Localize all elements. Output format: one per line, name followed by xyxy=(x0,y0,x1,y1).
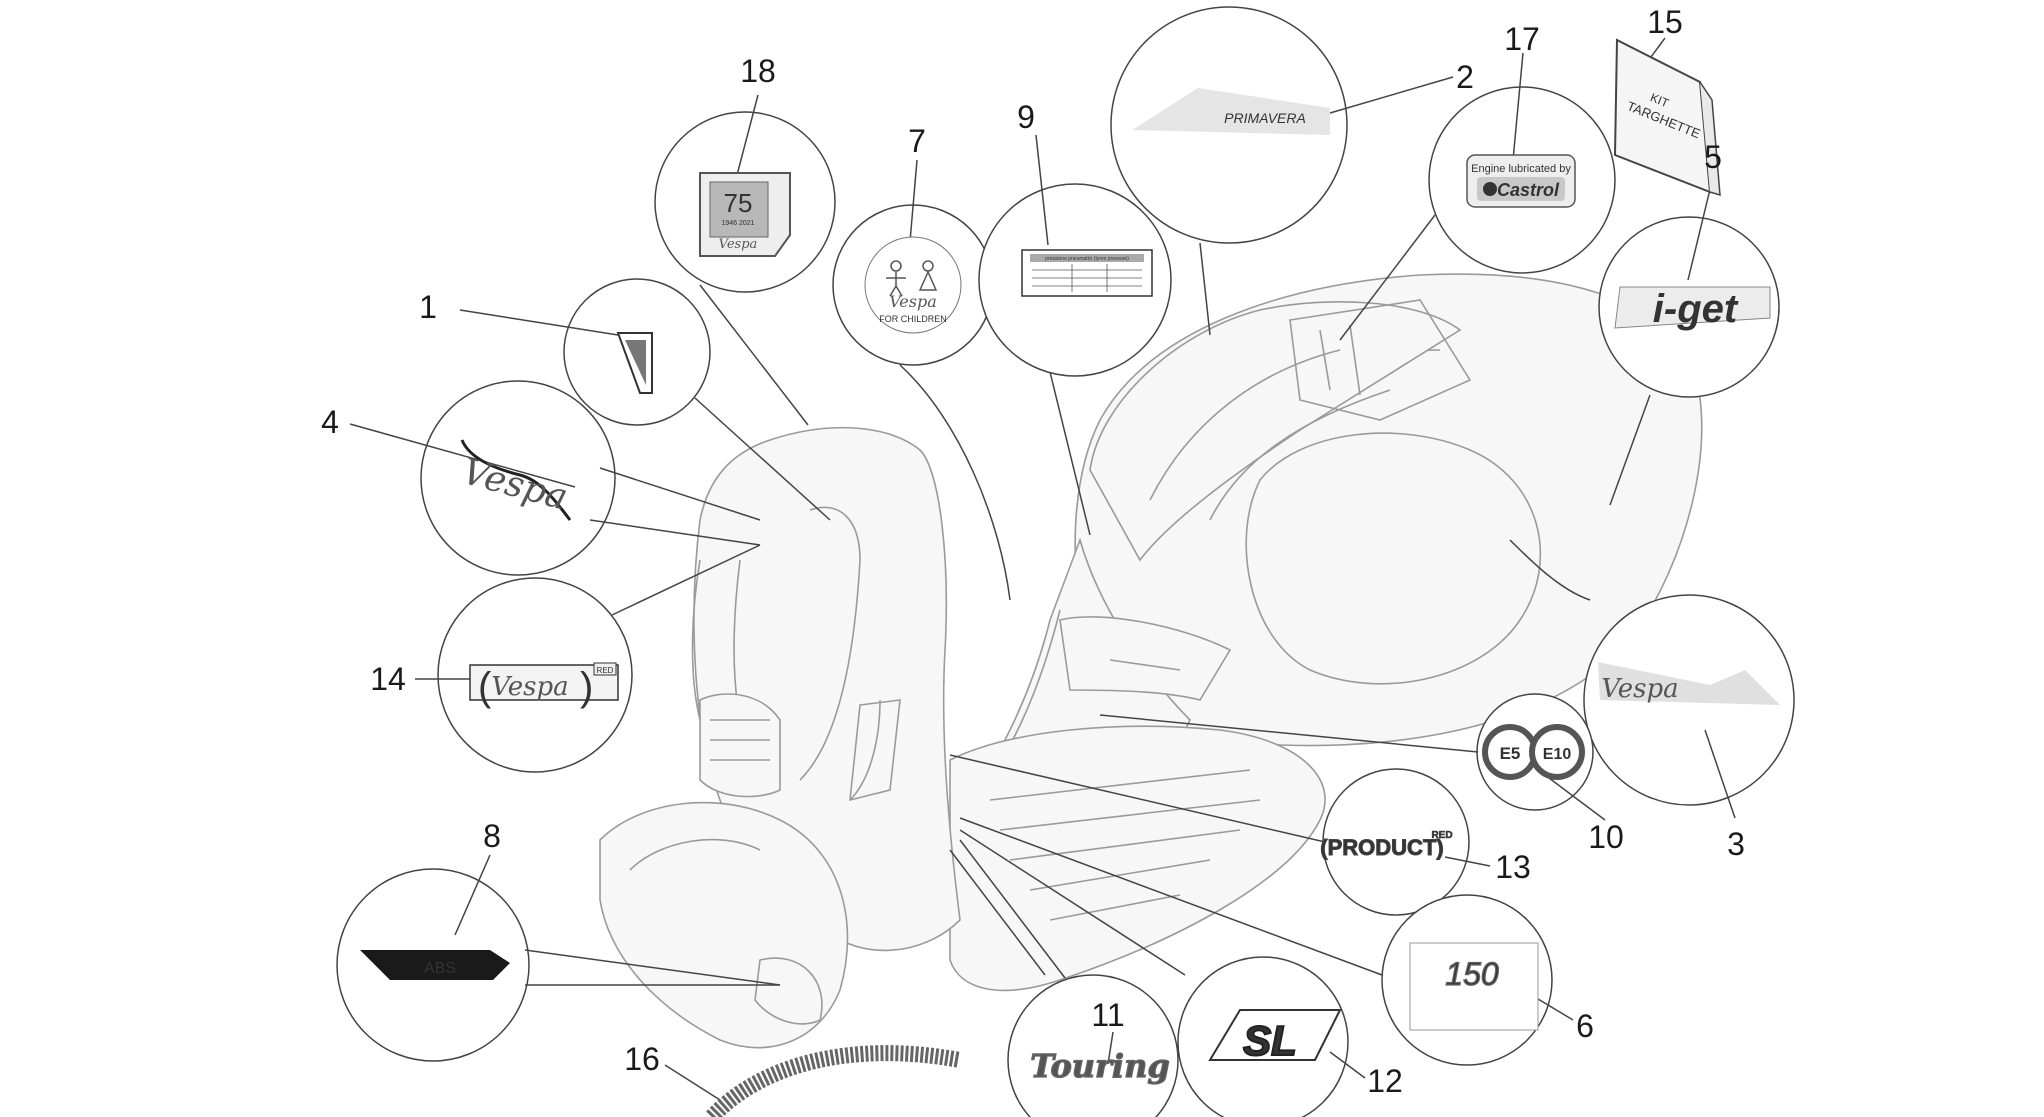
part-number-8: 8 xyxy=(483,818,501,854)
sticker-iget: i-get xyxy=(1614,286,1771,331)
part-number-5: 5 xyxy=(1704,139,1722,175)
part-number-2: 2 xyxy=(1456,59,1474,95)
sticker-75-badge: 75 1946 2021 Vespa xyxy=(699,172,791,257)
sticker-150: 150 xyxy=(1409,942,1539,1031)
for-children-label: FOR CHILDREN xyxy=(879,314,947,324)
part-number-9: 9 xyxy=(1017,99,1035,135)
callout-circle-4 xyxy=(420,380,616,576)
vespa-red-script: Vespa xyxy=(491,672,568,702)
number-leaders xyxy=(349,37,1736,1101)
touring-text: Touring xyxy=(1030,1047,1169,1085)
badge-vespa-text: Vespa xyxy=(719,237,758,252)
part-number-1: 1 xyxy=(419,289,437,325)
tyre-title-text: pressione pneumatici (tyres pressure) xyxy=(1045,256,1129,262)
sticker-castrol: Engine lubricated by Castrol xyxy=(1466,154,1576,208)
part-number-10: 10 xyxy=(1588,819,1624,855)
castrol-line1: Engine lubricated by xyxy=(1471,163,1571,175)
part-number-13: 13 xyxy=(1495,849,1531,885)
sticker-primavera: PRIMAVERA xyxy=(1132,88,1330,135)
part-numbers: 1 2 3 4 5 6 7 8 9 10 11 12 13 14 15 16 1… xyxy=(321,4,1745,1099)
scooter-body xyxy=(599,273,1703,1049)
sticker-tyre-pressure: pressione pneumatici (tyres pressure) xyxy=(1021,249,1153,297)
part-number-15: 15 xyxy=(1647,4,1683,40)
sticker-abs: ABS xyxy=(360,950,510,980)
part-number-16: 16 xyxy=(624,1041,660,1077)
part-number-11: 11 xyxy=(1091,997,1124,1033)
sticker-touring: Touring xyxy=(1030,1046,1171,1085)
svg-text:): ) xyxy=(580,665,593,709)
abs-text: ABS xyxy=(424,960,456,977)
vespa-side-text: Vespa xyxy=(1601,674,1678,704)
part-number-17: 17 xyxy=(1504,21,1540,57)
part-number-3: 3 xyxy=(1727,826,1745,862)
iget-text: i-get xyxy=(1653,287,1739,331)
badge-years-text: 1946 2021 xyxy=(721,220,754,227)
e10-text: E10 xyxy=(1543,746,1572,763)
sticker-e5-e10: E5 E10 xyxy=(1482,724,1585,780)
vespa-red-label: RED xyxy=(597,666,614,675)
svg-text:(: ( xyxy=(478,665,492,709)
callout-circle-11 xyxy=(1007,974,1179,1117)
primavera-text: PRIMAVERA xyxy=(1224,110,1306,126)
sticker-for-children: Vespa FOR CHILDREN xyxy=(864,236,962,334)
sticker-kit-targhette: KIT TARGHETTE xyxy=(1613,38,1721,197)
part-number-6: 6 xyxy=(1576,1008,1594,1044)
part-number-18: 18 xyxy=(740,53,776,89)
e5-text: E5 xyxy=(1500,744,1521,763)
for-children-vespa: Vespa xyxy=(889,292,937,311)
sticker-mudguard-strip xyxy=(706,1045,962,1117)
part-number-7: 7 xyxy=(908,123,926,159)
castrol-line2: Castrol xyxy=(1497,180,1560,200)
sticker-vespa-side: Vespa xyxy=(1598,662,1780,705)
sl-text: SL xyxy=(1243,1017,1297,1064)
kit-line1: KIT xyxy=(1648,90,1671,110)
sticker-sl: SL xyxy=(1208,1009,1342,1065)
product-red-sup: RED xyxy=(1431,830,1452,841)
part-number-14: 14 xyxy=(370,661,406,697)
sticker-vespa-red: ( Vespa ) RED xyxy=(469,662,619,709)
sticker-piaggio-plate xyxy=(616,332,653,394)
part-number-12: 12 xyxy=(1367,1063,1403,1099)
product-red-text: (PRODUCT) xyxy=(1320,835,1443,860)
num150-text: 150 xyxy=(1445,956,1499,992)
badge-75-text: 75 xyxy=(724,188,753,218)
sticker-product-red: (PRODUCT) RED xyxy=(1320,830,1453,861)
part-number-4: 4 xyxy=(321,404,339,440)
leader-lines xyxy=(524,214,1651,986)
